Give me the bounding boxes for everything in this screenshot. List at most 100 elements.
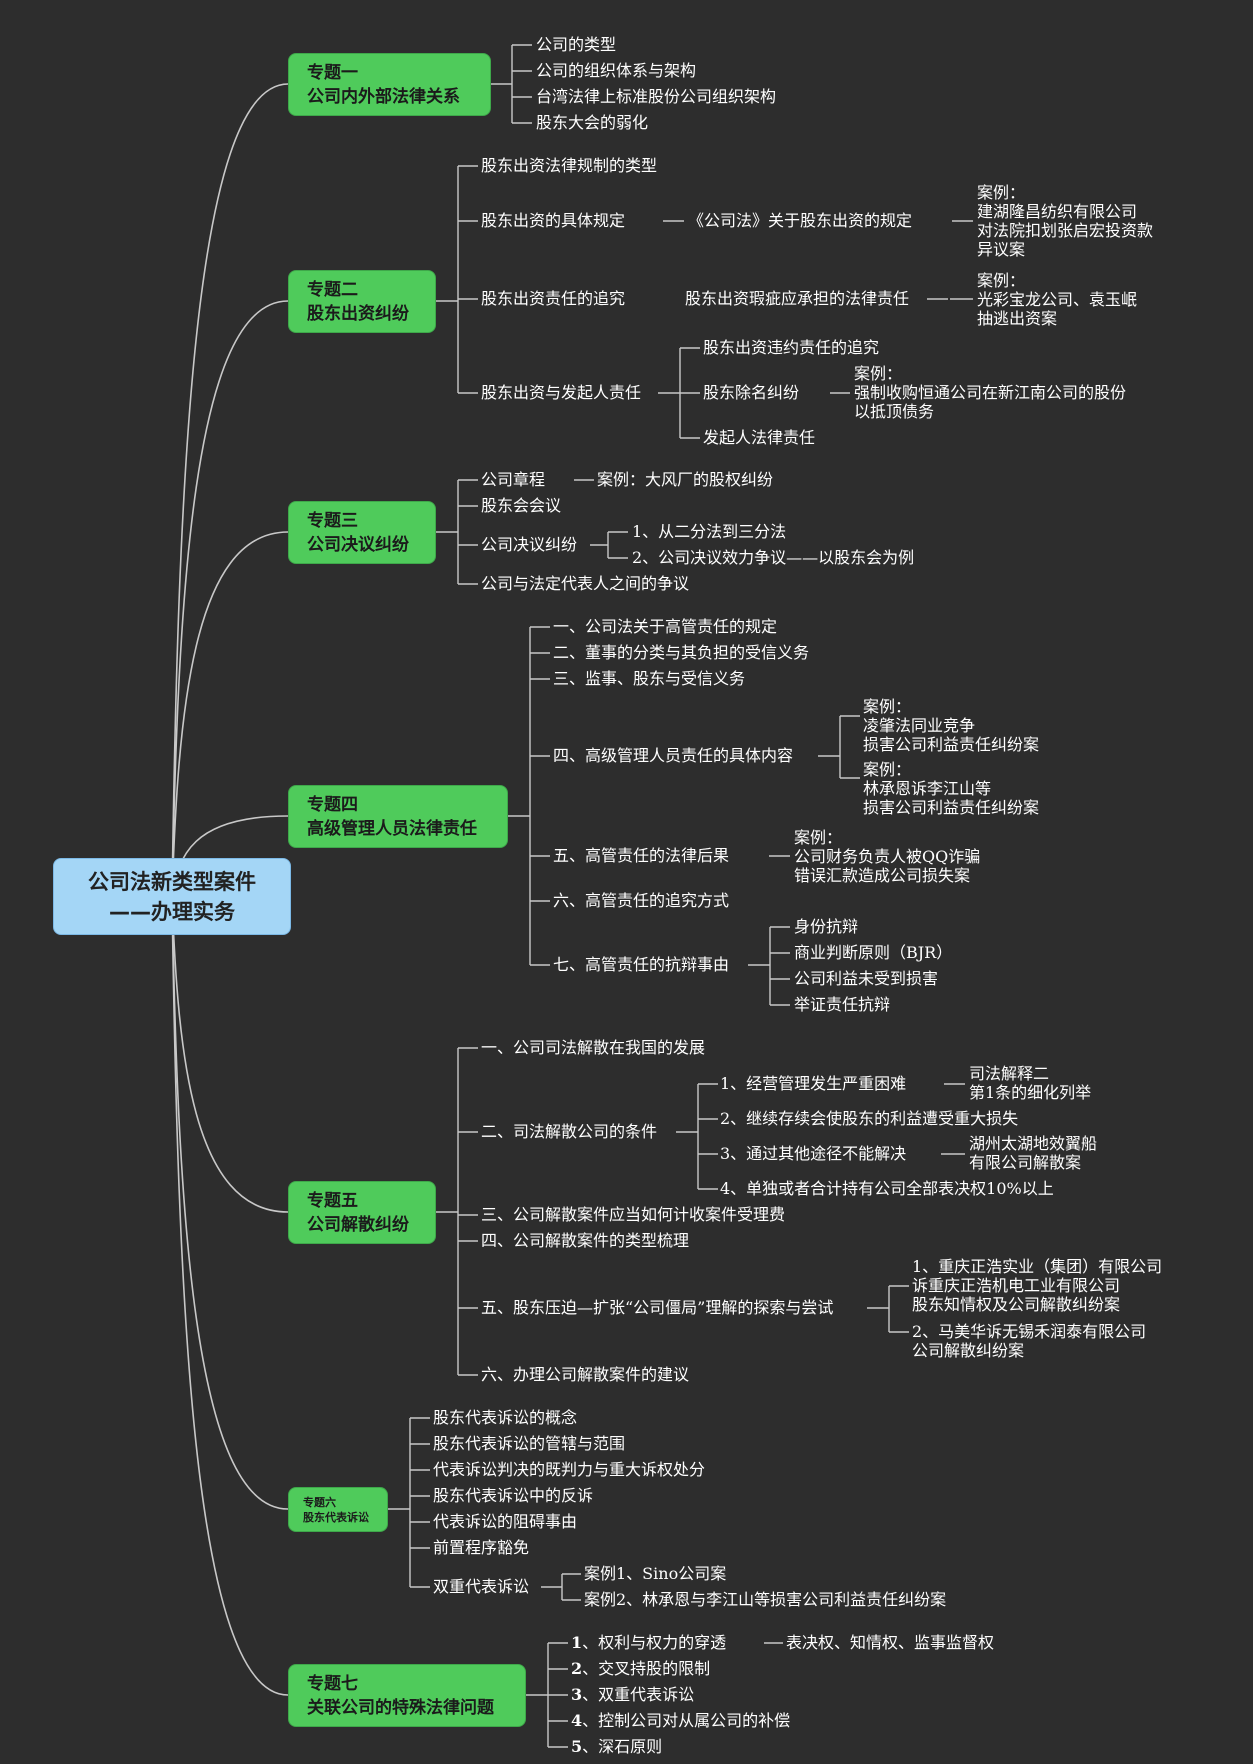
topic-5[interactable]: 专题五 公司解散纠纷 xyxy=(288,1181,436,1244)
connector-line xyxy=(171,83,289,898)
t6-item-5[interactable]: 代表诉讼的阻碍事由 xyxy=(433,1512,578,1531)
t2-resp-case-3[interactable]: 抽逃出资案 xyxy=(977,309,1058,328)
t1-item-1[interactable]: 公司的类型 xyxy=(536,35,617,54)
t4-content-case-a-1[interactable]: 案例： xyxy=(863,697,912,716)
t4-item-2[interactable]: 二、董事的分类与其负担的受信义务 xyxy=(553,643,810,662)
t7-item-2[interactable]: 2、交叉持股的限制 xyxy=(571,1659,710,1678)
t6-double-case-1[interactable]: 案例1、Sino公司案 xyxy=(584,1564,727,1583)
t5-cond1-note-1[interactable]: 司法解释二 xyxy=(969,1064,1050,1083)
t3-resolution-sub-1[interactable]: 1、从二分法到三分法 xyxy=(632,522,787,541)
t7-item-5-text: 、深石原则 xyxy=(582,1737,663,1756)
t7-item-4[interactable]: 4、控制公司对从属公司的补偿 xyxy=(571,1711,790,1730)
t3-charter-case[interactable]: 案例：大风厂的股权纠纷 xyxy=(597,470,774,489)
t2-resp-case-1[interactable]: 案例： xyxy=(977,271,1026,290)
t4-defense-1[interactable]: 身份抗辩 xyxy=(794,917,859,936)
topic-5-number: 专题五 xyxy=(307,1190,358,1211)
t4-conseq-case-2[interactable]: 公司财务负责人被QQ诈骗 xyxy=(794,847,981,866)
topic-7[interactable]: 专题七 关联公司的特殊法律问题 xyxy=(288,1664,526,1727)
connector-line xyxy=(171,896,289,1696)
topic-4[interactable]: 专题四 高级管理人员法律责任 xyxy=(288,785,508,848)
t2-removal-case-1[interactable]: 案例： xyxy=(854,364,903,383)
t2-spec-case-3[interactable]: 对法院扣划张启宏投资款 xyxy=(977,221,1154,240)
t2-resp-sub[interactable]: 股东出资瑕疵应承担的法律责任 xyxy=(685,289,910,308)
t6-item-2[interactable]: 股东代表诉讼的管辖与范围 xyxy=(433,1434,626,1453)
t7-item-1[interactable]: 1、权利与权力的穿透 xyxy=(571,1633,726,1652)
t2-promo-sub-1[interactable]: 股东出资违约责任的追究 xyxy=(703,338,880,357)
t7-item-1-number: 1 xyxy=(571,1633,583,1652)
t2-item-2[interactable]: 股东出资的具体规定 xyxy=(481,211,626,230)
t1-item-4[interactable]: 股东大会的弱化 xyxy=(536,113,649,132)
t2-spec-case-1[interactable]: 案例： xyxy=(977,183,1026,202)
t4-item-7[interactable]: 七、高管责任的抗辩事由 xyxy=(553,955,730,974)
t5-oppression-case-b-2[interactable]: 公司解散纠纷案 xyxy=(912,1341,1025,1360)
t4-item-4[interactable]: 四、高级管理人员责任的具体内容 xyxy=(553,746,794,765)
t4-item-6[interactable]: 六、高管责任的追究方式 xyxy=(553,891,730,910)
t4-content-case-a-3[interactable]: 损害公司利益责任纠纷案 xyxy=(863,735,1040,754)
t3-resolution-sub-2[interactable]: 2、公司决议效力争议——以股东会为例 xyxy=(632,548,915,567)
t5-item-6[interactable]: 六、办理公司解散案件的建议 xyxy=(481,1365,690,1384)
t4-item-3[interactable]: 三、监事、股东与受信义务 xyxy=(553,669,746,688)
t3-item-2[interactable]: 股东会会议 xyxy=(481,496,562,515)
topic-1[interactable]: 专题一 公司内外部法律关系 xyxy=(288,53,491,116)
t6-item-3[interactable]: 代表诉讼判决的既判力与重大诉权处分 xyxy=(433,1460,706,1479)
root-topic[interactable]: 公司法新类型案件 ——办理实务 xyxy=(53,858,291,935)
t5-condition-3[interactable]: 3、通过其他途径不能解决 xyxy=(720,1144,907,1163)
t5-item-4[interactable]: 四、公司解散案件的类型梳理 xyxy=(481,1231,690,1250)
t2-item-4[interactable]: 股东出资与发起人责任 xyxy=(481,383,642,402)
t2-item-3[interactable]: 股东出资责任的追究 xyxy=(481,289,626,308)
t5-oppression-case-a-2[interactable]: 诉重庆正浩机电工业有限公司 xyxy=(912,1276,1121,1295)
t5-oppression-case-a-3[interactable]: 股东知情权及公司解散纠纷案 xyxy=(912,1295,1121,1314)
topic-5-title: 公司解散纠纷 xyxy=(307,1214,409,1235)
t3-item-3[interactable]: 公司决议纠纷 xyxy=(481,535,578,554)
t5-condition-2[interactable]: 2、继续存续会使股东的利益遭受重大损失 xyxy=(720,1109,1019,1128)
t5-condition-4[interactable]: 4、单独或者合计持有公司全部表决权10%以上 xyxy=(720,1179,1054,1198)
t6-item-4[interactable]: 股东代表诉讼中的反诉 xyxy=(433,1486,594,1505)
t4-content-case-b-1[interactable]: 案例： xyxy=(863,760,912,779)
t7-item-5[interactable]: 5、深石原则 xyxy=(571,1737,662,1756)
t4-content-case-b-3[interactable]: 损害公司利益责任纠纷案 xyxy=(863,798,1040,817)
t2-removal-case-3[interactable]: 以抵顶债务 xyxy=(854,402,935,421)
t4-defense-2[interactable]: 商业判断原则（BJR） xyxy=(794,943,953,962)
t2-resp-case-2[interactable]: 光彩宝龙公司、袁玉岷 xyxy=(977,290,1138,309)
topic-3-title: 公司决议纠纷 xyxy=(307,534,409,555)
t7-item-3[interactable]: 3、双重代表诉讼 xyxy=(571,1685,694,1704)
t5-item-1[interactable]: 一、公司司法解散在我国的发展 xyxy=(481,1038,706,1057)
t5-oppression-case-a-1[interactable]: 1、重庆正浩实业（集团）有限公司 xyxy=(912,1257,1163,1276)
t5-item-2[interactable]: 二、司法解散公司的条件 xyxy=(481,1122,658,1141)
t4-conseq-case-1[interactable]: 案例： xyxy=(794,828,843,847)
t2-promo-sub-3[interactable]: 发起人法律责任 xyxy=(703,428,816,447)
t5-cond1-note-2[interactable]: 第1条的细化列举 xyxy=(969,1083,1092,1102)
t2-removal-case-2[interactable]: 强制收购恒通公司在新江南公司的股份 xyxy=(854,383,1127,402)
t6-double-case-2[interactable]: 案例2、林承恩与李江山等损害公司利益责任纠纷案 xyxy=(584,1590,947,1609)
t4-content-case-b-2[interactable]: 林承恩诉李江山等 xyxy=(863,779,992,798)
t4-content-case-a-2[interactable]: 凌肇法同业竞争 xyxy=(863,716,976,735)
t6-item-7[interactable]: 双重代表诉讼 xyxy=(433,1577,530,1596)
t6-item-6[interactable]: 前置程序豁免 xyxy=(433,1538,530,1557)
t2-item-1[interactable]: 股东出资法律规制的类型 xyxy=(481,156,658,175)
topic-2[interactable]: 专题二 股东出资纠纷 xyxy=(288,270,436,333)
t5-item-3[interactable]: 三、公司解散案件应当如何计收案件受理费 xyxy=(481,1205,786,1224)
topic-7-title: 关联公司的特殊法律问题 xyxy=(307,1697,494,1718)
t5-item-5[interactable]: 五、股东压迫—扩张“公司僵局”理解的探索与尝试 xyxy=(481,1298,834,1317)
t5-condition-1[interactable]: 1、经营管理发生严重困难 xyxy=(720,1074,907,1093)
t4-item-1[interactable]: 一、公司法关于高管责任的规定 xyxy=(553,617,778,636)
t2-promo-sub-2[interactable]: 股东除名纠纷 xyxy=(703,383,800,402)
t2-spec-sub[interactable]: 《公司法》关于股东出资的规定 xyxy=(688,211,913,230)
t1-item-2[interactable]: 公司的组织体系与架构 xyxy=(536,61,697,80)
t4-defense-3[interactable]: 公司利益未受到损害 xyxy=(794,969,939,988)
topic-6[interactable]: 专题六 股东代表诉讼 xyxy=(288,1487,388,1532)
t5-cond3-note-2[interactable]: 有限公司解散案 xyxy=(969,1153,1082,1172)
t4-defense-4[interactable]: 举证责任抗辩 xyxy=(794,995,891,1014)
t4-item-5[interactable]: 五、高管责任的法律后果 xyxy=(553,846,730,865)
t2-spec-case-4[interactable]: 异议案 xyxy=(977,240,1026,259)
t1-item-3[interactable]: 台湾法律上标准股份公司组织架构 xyxy=(536,87,777,106)
t5-cond3-note-1[interactable]: 湖州太湖地效翼船 xyxy=(969,1134,1098,1153)
t5-oppression-case-b-1[interactable]: 2、马美华诉无锡禾润泰有限公司 xyxy=(912,1322,1147,1341)
topic-3[interactable]: 专题三 公司决议纠纷 xyxy=(288,501,436,564)
t4-conseq-case-3[interactable]: 错误汇款造成公司损失案 xyxy=(794,866,971,885)
t6-item-1[interactable]: 股东代表诉讼的概念 xyxy=(433,1408,578,1427)
t2-spec-case-2[interactable]: 建湖隆昌纺织有限公司 xyxy=(977,202,1138,221)
t3-item-4[interactable]: 公司与法定代表人之间的争议 xyxy=(481,574,690,593)
t3-item-1[interactable]: 公司章程 xyxy=(481,470,546,489)
t7-rights-sub[interactable]: 表决权、知情权、监事监督权 xyxy=(786,1633,995,1652)
